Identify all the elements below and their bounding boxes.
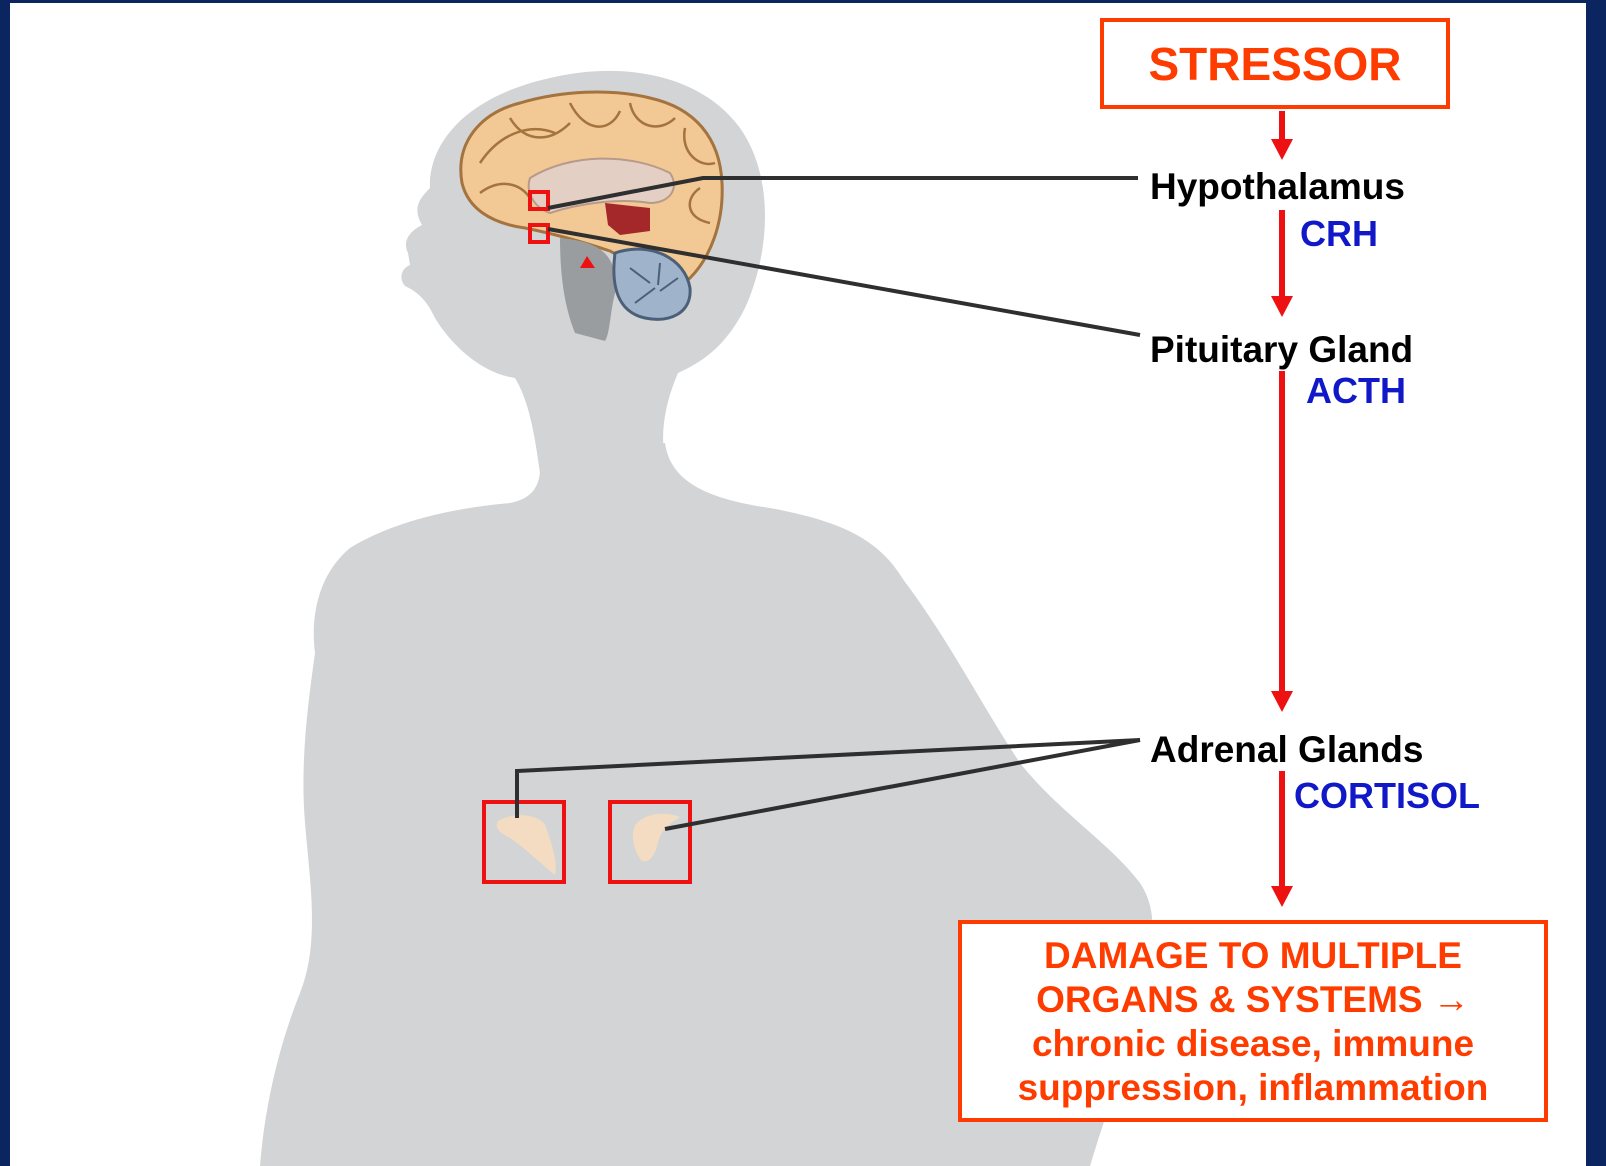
arrow-pituitary-to-adrenal — [1271, 371, 1293, 712]
diagram-canvas: STRESSOR Hypothalamus Pituitary Gland Ad… — [10, 3, 1586, 1166]
hormone-label-crh: CRH — [1300, 216, 1378, 252]
outcome-box: DAMAGE TO MULTIPLE ORGANS & SYSTEMS → ch… — [958, 920, 1548, 1122]
stressor-label: STRESSOR — [1148, 37, 1401, 91]
organ-label-hypothalamus: Hypothalamus — [1150, 168, 1405, 205]
outcome-line: suppression, inflammation — [962, 1066, 1544, 1110]
outcome-line: chronic disease, immune — [962, 1022, 1544, 1066]
flow-arrows — [1271, 111, 1293, 907]
arrow-adrenal-to-outcome — [1271, 771, 1293, 907]
organ-label-adrenal: Adrenal Glands — [1150, 731, 1423, 768]
arrow-hypothalamus-to-pituitary — [1271, 210, 1293, 317]
hormone-label-cortisol: CORTISOL — [1294, 778, 1480, 814]
hormone-label-acth: ACTH — [1306, 373, 1406, 409]
outcome-line: DAMAGE TO MULTIPLE — [962, 934, 1544, 978]
arrow-stressor-to-hypothalamus — [1271, 111, 1293, 160]
organ-label-pituitary: Pituitary Gland — [1150, 331, 1413, 368]
outcome-line: ORGANS & SYSTEMS → — [962, 978, 1544, 1022]
stressor-box: STRESSOR — [1100, 18, 1450, 109]
